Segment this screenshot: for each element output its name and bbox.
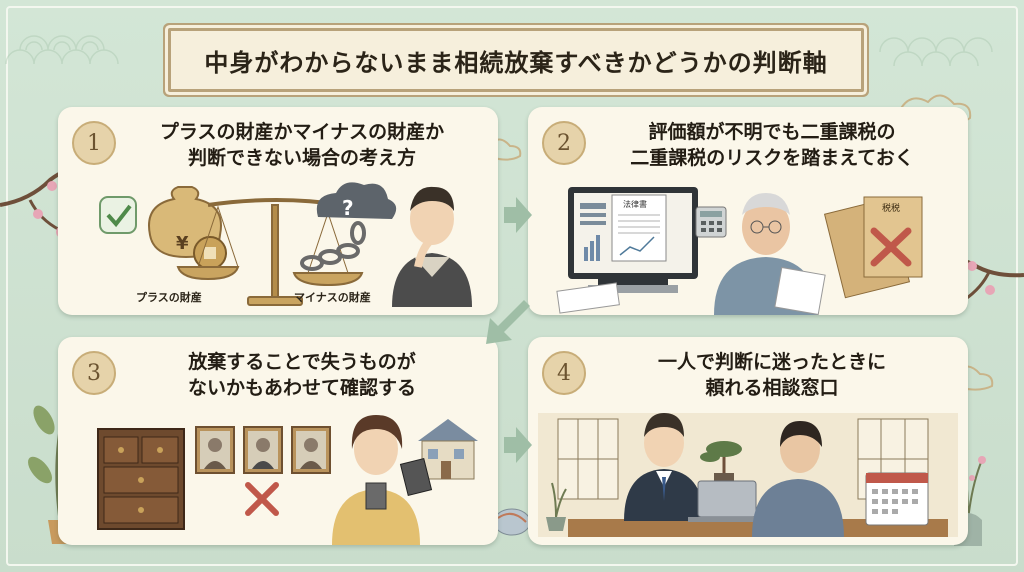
step-number: 4	[542, 351, 586, 395]
panel-title: 一人で判断に迷ったときに 頼れる相談窓口	[586, 349, 958, 401]
panel-1-illustration: ¥ ?	[99, 182, 472, 307]
cross-icon	[870, 227, 912, 267]
panel-title-line1: プラスの財産かマイナスの財産か	[159, 121, 445, 143]
panel-4-illustration	[538, 413, 958, 537]
chest-icon	[97, 428, 185, 530]
thinking-person-icon	[392, 186, 472, 307]
portrait-icon	[195, 426, 235, 474]
doc-label: 法律書	[623, 199, 647, 209]
laptop-icon	[688, 480, 766, 522]
advisor-icon	[624, 413, 704, 521]
panel-title: プラスの財産かマイナスの財産か 判断できない場合の考え方	[116, 119, 488, 171]
step-number: 3	[72, 351, 116, 395]
chain-icon	[300, 221, 366, 271]
title-banner: 中身がわからないまま相続放棄すべきかどうかの判断軸	[168, 28, 864, 92]
panel-2-illustration: 法律書 税税	[556, 187, 923, 316]
wave-pattern-right	[879, 37, 993, 67]
client-icon	[752, 421, 844, 537]
step-number: 2	[542, 121, 586, 165]
check-icon	[99, 196, 137, 234]
panel-title-line2: 二重課税のリスクを踏まえておく	[630, 147, 914, 169]
calendar-icon	[865, 472, 929, 526]
elderly-man-icon	[714, 193, 826, 316]
arrow-right-1	[504, 197, 532, 233]
paper-icon	[556, 282, 620, 314]
panel-title-line2: 判断できない場合の考え方	[187, 147, 416, 169]
woman-icon	[332, 415, 420, 545]
panel-3-illustration	[97, 415, 478, 545]
panel-2: 2 評価額が不明でも二重課税の 二重課税のリスクを踏まえておく 法律書	[528, 107, 968, 316]
panel-title-line1: 評価額が不明でも二重課税の	[648, 121, 896, 143]
panel-title: 放棄することで失うものが ないかもあわせて確認する	[116, 349, 488, 401]
photo-icon	[399, 457, 433, 497]
panel-title-line1: 放棄することで失うものが	[188, 351, 416, 373]
calculator-icon	[695, 206, 727, 238]
caption-plus-assets: プラスの財産	[136, 291, 202, 304]
document-icon: 法律書	[611, 194, 667, 262]
portrait-icon	[291, 426, 331, 474]
panel-1: 1 プラスの財産かマイナスの財産か 判断できない場合の考え方 ¥ ?	[58, 107, 498, 315]
plant-icon	[546, 482, 567, 531]
panel-title: 評価額が不明でも二重課税の 二重課税のリスクを踏まえておく	[586, 119, 958, 171]
coin-icon	[193, 236, 227, 270]
panel-title-line1: 一人で判断に迷ったときに	[657, 351, 886, 373]
svg-text:?: ?	[342, 196, 354, 220]
panel-3: 3 放棄することで失うものが ないかもあわせて確認する	[58, 337, 498, 545]
panel-4: 4 一人で判断に迷ったときに 頼れる相談窓口	[528, 337, 968, 545]
panel-title-line2: ないかもあわせて確認する	[187, 377, 416, 399]
caption-minus-assets: マイナスの財産	[294, 291, 371, 304]
stone-icon	[493, 508, 531, 536]
house-icon	[418, 419, 478, 480]
page-title: 中身がわからないまま相続放棄すべきかどうかの判断軸	[204, 48, 828, 77]
arrow-right-2	[504, 427, 532, 463]
question-cloud-icon: ?	[316, 182, 397, 220]
bonsai-icon	[700, 441, 742, 481]
envelope-label: 税税	[882, 202, 900, 214]
svg-text:¥: ¥	[176, 233, 189, 254]
cross-icon	[245, 482, 279, 516]
panel-title-line2: 頼れる相談窓口	[705, 377, 839, 399]
wave-pattern-left	[5, 35, 119, 65]
portrait-icon	[243, 426, 283, 474]
envelope-icon: 税税	[823, 196, 923, 299]
step-number: 1	[72, 121, 116, 165]
arrow-down-left	[486, 300, 530, 344]
